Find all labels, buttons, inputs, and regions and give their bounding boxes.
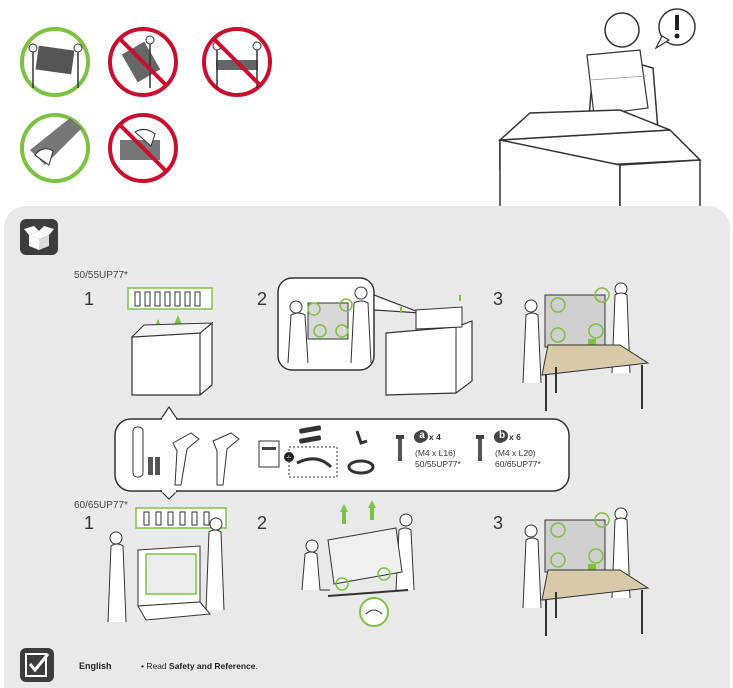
- model-label-large: 60/65UP77*: [74, 500, 128, 511]
- stand-leg-icon: [172, 432, 240, 486]
- footer-note-bold: Safety and Reference: [169, 661, 256, 671]
- step-1-large: 1: [84, 513, 95, 533]
- screw-a-qty: x 4: [429, 432, 441, 442]
- step2-small-illustration: [277, 277, 473, 396]
- step1-small-box-illustration: [127, 287, 214, 396]
- step1-large-box-illustration: [107, 507, 227, 623]
- screw-a-models: 50/55UP77*: [415, 459, 461, 469]
- step2-large-illustration: [301, 500, 415, 627]
- handling-guide-icons: [20, 27, 272, 183]
- warning-exclamation-icon: [654, 8, 696, 50]
- prohibited-carry-flat-icon: [202, 27, 272, 97]
- screw-b-qty: x 6: [509, 432, 521, 442]
- footer-note-suffix: .: [255, 661, 258, 671]
- footer-language: English: [79, 661, 112, 671]
- screw-a-spec: (M4 x L16): [415, 448, 456, 458]
- correct-carry-icon: [20, 27, 90, 97]
- step-3-small: 3: [493, 289, 504, 309]
- screw-a-letter: a: [416, 430, 428, 442]
- cable-holder-icon: [299, 425, 322, 444]
- model-label-small: 50/55UP77*: [74, 270, 128, 281]
- step-3-large: 3: [493, 513, 504, 533]
- step-2-large: 2: [257, 513, 268, 533]
- prohibited-grip-icon: [108, 113, 178, 183]
- step-1-small: 1: [84, 289, 95, 309]
- cable-tie-icon: [347, 430, 375, 475]
- step-2-small: 2: [257, 289, 268, 309]
- correct-grip-icon: [20, 113, 90, 183]
- footer-note: • Read Safety and Reference.: [141, 661, 258, 671]
- screw-b-models: 60/65UP77*: [495, 459, 541, 469]
- unboxing-icon: [20, 219, 58, 255]
- remote-control-icon: [132, 426, 160, 478]
- step3-small-table-illustration: [522, 282, 650, 411]
- checklist-icon: [20, 648, 54, 682]
- step3-large-table-illustration: [522, 507, 650, 636]
- footer-note-prefix: • Read: [141, 661, 170, 671]
- screw-b-letter: b: [496, 430, 508, 442]
- prohibited-carry-one-person-icon: [108, 27, 178, 97]
- screw-b-spec: (M4 x L20): [495, 448, 536, 458]
